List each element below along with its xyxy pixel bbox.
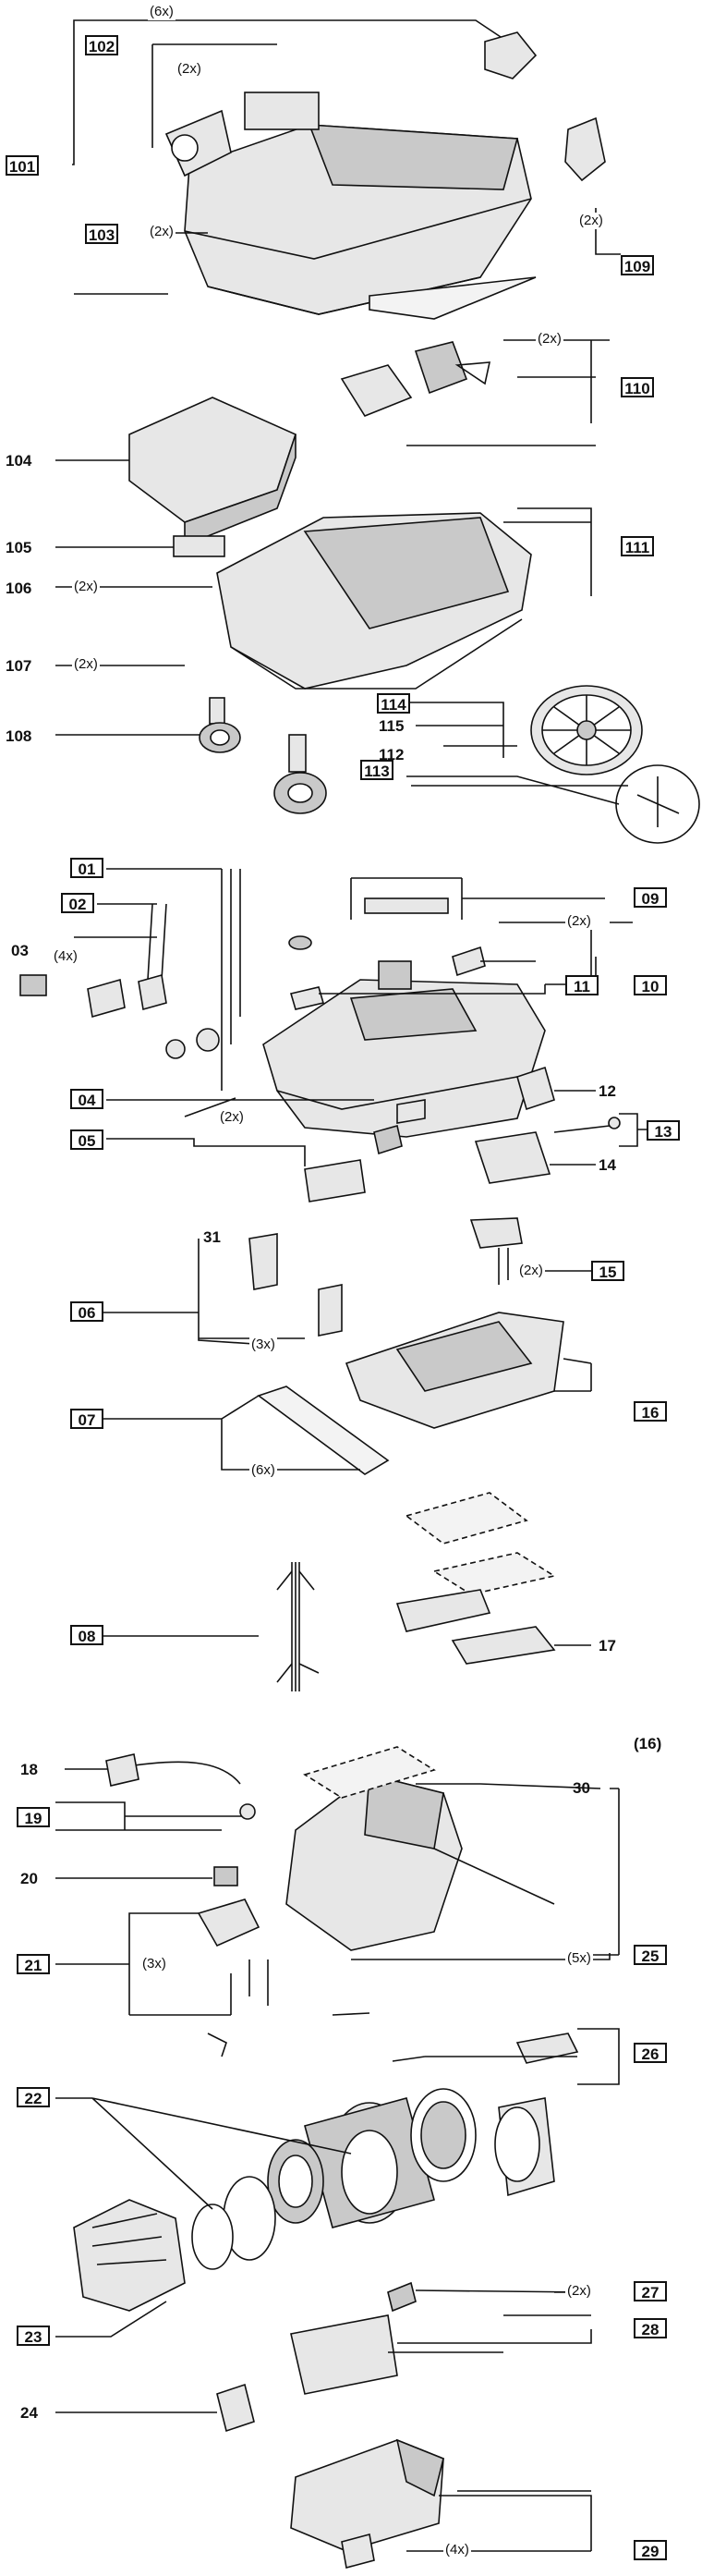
- label-21: 21: [17, 1954, 50, 1974]
- label-24: 24: [20, 2404, 38, 2422]
- label-26: 26: [634, 2043, 667, 2063]
- label-110: 110: [621, 377, 654, 397]
- power-cable: [65, 1761, 241, 1785]
- caster-left: [199, 697, 241, 753]
- qty-note: (2x): [565, 2283, 593, 2300]
- label-14: 14: [599, 1156, 616, 1174]
- label-27: 27: [634, 2281, 667, 2301]
- label-25: 25: [634, 1945, 667, 1965]
- label-101: 101: [6, 155, 39, 176]
- label-29: 29: [634, 2540, 667, 2560]
- wheel-113: [530, 685, 700, 844]
- label-05: 05: [70, 1129, 103, 1150]
- label-16: 16: [634, 1401, 667, 1422]
- qty-note: (2x): [72, 656, 100, 673]
- motor-22: [267, 2088, 555, 2228]
- qty-note: (6x): [249, 1462, 277, 1479]
- label-111: 111: [621, 536, 654, 556]
- base-section-drawing: [55, 19, 700, 844]
- label-03: 03: [11, 942, 29, 959]
- label-13: 13: [647, 1120, 680, 1141]
- label-31: 31: [203, 1228, 221, 1246]
- label-12: 12: [599, 1082, 616, 1100]
- motor-section-drawing: [55, 1746, 620, 2569]
- qty-note: (2x): [536, 331, 563, 348]
- label-02: 02: [61, 893, 94, 913]
- label-07: 07: [70, 1409, 103, 1429]
- label-01: 01: [70, 858, 103, 878]
- label-114: 114: [377, 693, 410, 714]
- bracket-101: [72, 19, 168, 295]
- label-102: 102: [85, 35, 118, 55]
- label-108: 108: [6, 727, 32, 745]
- qty-note: (6x): [148, 4, 176, 20]
- label-04: 04: [70, 1089, 103, 1109]
- label-19: 19: [17, 1807, 50, 1827]
- qty-note: (3x): [140, 1956, 168, 1972]
- label-18: 18: [20, 1761, 38, 1778]
- label-23: 23: [17, 2326, 50, 2346]
- label-112: 112: [379, 746, 405, 763]
- qty-note: (2x): [218, 1109, 246, 1126]
- container-section-drawing: [19, 868, 647, 1691]
- label-115: 115: [379, 717, 405, 735]
- label-107: 107: [6, 657, 32, 675]
- qty-note: (2x): [72, 579, 100, 595]
- label-104: 104: [6, 452, 32, 470]
- qty-note: (2x): [577, 213, 605, 229]
- label-30: 30: [573, 1779, 590, 1797]
- label-106: 106: [6, 580, 32, 597]
- label-105: 105: [6, 539, 32, 556]
- label-109: 109: [621, 255, 654, 275]
- container-body: [262, 979, 546, 1138]
- qty-note: (2x): [517, 1263, 545, 1279]
- label-08: 08: [70, 1625, 103, 1645]
- label-22: 22: [17, 2087, 50, 2107]
- qty-note: (4x): [52, 948, 79, 965]
- qty-note: (5x): [565, 1950, 593, 1967]
- label-06: 06: [70, 1301, 103, 1322]
- label-09: 09: [634, 887, 667, 908]
- label-28: 28: [634, 2318, 667, 2338]
- caster-right: [273, 734, 327, 814]
- label-113: 113: [360, 760, 393, 780]
- label-20: 20: [20, 1870, 38, 1887]
- label-103: 103: [85, 224, 118, 244]
- qty-note: (2x): [176, 61, 203, 78]
- qty-note: (4x): [443, 2542, 471, 2558]
- cable-harness: [276, 1562, 320, 1691]
- label-10: 10: [634, 975, 667, 995]
- label-15: 15: [591, 1261, 624, 1281]
- label-16-ref: (16): [634, 1735, 662, 1752]
- qty-note: (3x): [249, 1337, 277, 1353]
- filters-17: [395, 1492, 591, 1665]
- qty-note: (2x): [565, 913, 593, 930]
- qty-note: (2x): [148, 224, 176, 240]
- label-17: 17: [599, 1637, 616, 1654]
- label-11: 11: [565, 975, 599, 995]
